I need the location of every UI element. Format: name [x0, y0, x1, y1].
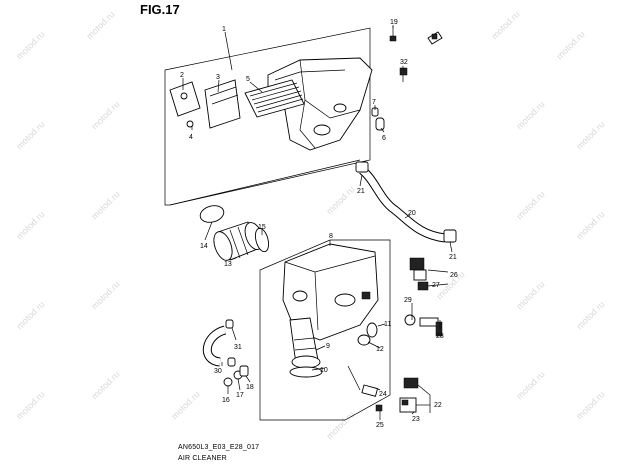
watermark: motod.ru	[14, 389, 46, 421]
cushion-18	[239, 365, 249, 377]
bolt-19	[389, 26, 397, 42]
watermark: motod.ru	[489, 9, 521, 41]
watermark: motod.ru	[324, 409, 356, 441]
outline-connector	[169, 159, 361, 206]
grommet-6	[375, 117, 385, 131]
callout-label: 28	[436, 333, 444, 340]
bolt-16	[223, 377, 233, 387]
watermark: motod.ru	[324, 184, 356, 216]
watermark: motod.ru	[14, 209, 46, 241]
callout-label: 12	[376, 346, 384, 353]
callout-label: 9	[326, 343, 330, 350]
callout-label: 4	[189, 134, 193, 141]
watermark: motod.ru	[169, 389, 201, 421]
watermark: motod.ru	[89, 279, 121, 311]
watermark: motod.ru	[574, 299, 606, 331]
callout-label: 17	[236, 392, 244, 399]
watermark: motod.ru	[89, 99, 121, 131]
callout-label: 22	[434, 402, 442, 409]
callout-label: 25	[376, 422, 384, 429]
callout-label: 18	[246, 384, 254, 391]
callout-label: 32	[400, 59, 408, 66]
seal-11	[366, 322, 378, 338]
watermark: motod.ru	[514, 99, 546, 131]
watermark: motod.ru	[574, 119, 606, 151]
callout-label: 8	[329, 233, 333, 240]
callout-label: 2	[180, 72, 184, 79]
intake-tube-9	[289, 317, 321, 369]
temperature-sensor-28	[419, 317, 443, 337]
intake-duct-13	[213, 221, 264, 261]
watermark: motod.ru	[89, 369, 121, 401]
callout-label: 24	[379, 391, 387, 398]
callout-label: 1	[222, 26, 226, 33]
callout-label: 14	[200, 243, 208, 250]
callout-numbers: 1 2 3 4 5 6 7 8 9 10 11 12 13 14 15 16 1…	[180, 19, 458, 429]
breather-hose-30	[202, 325, 227, 367]
seal-12	[357, 334, 371, 346]
leader-lines	[182, 25, 453, 420]
clamp-14	[199, 205, 225, 223]
sensor-26	[409, 257, 427, 281]
callout-label: 26	[450, 272, 458, 279]
watermark: motod.ru	[574, 209, 606, 241]
filter-element	[244, 79, 305, 118]
screw-32	[399, 67, 408, 82]
figure-title: FIG.17	[140, 2, 180, 17]
screw-25	[375, 404, 383, 412]
watermark: motod.ru	[514, 369, 546, 401]
callout-label: 31	[234, 344, 242, 351]
connector-27	[417, 281, 429, 291]
watermark: motod.ru	[14, 299, 46, 331]
callout-label: 10	[320, 367, 328, 374]
callout-label: 7	[372, 99, 376, 106]
watermark: motod.ru	[14, 29, 46, 61]
callout-label: 27	[432, 282, 440, 289]
callout-label: 15	[258, 224, 266, 231]
watermark: motod.ru	[84, 9, 116, 41]
watermark: motod.ru	[574, 389, 606, 421]
callout-label: 23	[412, 416, 420, 423]
callout-label: 21	[449, 254, 457, 261]
callout-label: 20	[408, 210, 416, 217]
callout-label: 16	[222, 397, 230, 404]
watermark: motod.ru	[514, 279, 546, 311]
figure-code: AN650L3_E03_E28_017	[178, 444, 260, 451]
drain-hose-20	[355, 161, 457, 243]
watermark: motod.ru	[514, 189, 546, 221]
air-cleaner-case	[282, 243, 379, 341]
clip-31a	[225, 319, 234, 329]
front-arrow-icon	[427, 31, 443, 45]
pad-24	[361, 384, 379, 397]
callout-label: 3	[216, 74, 220, 81]
watermark: motod.ru	[14, 119, 46, 151]
callout-label: 11	[384, 321, 391, 328]
callout-label: 29	[404, 297, 412, 304]
figure-caption: AIR CLEANER	[178, 455, 227, 462]
callout-label: 5	[246, 76, 250, 83]
oring-29	[404, 314, 416, 326]
mounting-bracket	[169, 79, 241, 129]
callout-label: 21	[357, 188, 365, 195]
callout-label: 30	[214, 368, 222, 375]
callout-label: 6	[382, 135, 386, 142]
clip-31b	[227, 357, 236, 367]
watermark: motod.ru	[89, 189, 121, 221]
clamp-15	[254, 227, 270, 253]
callout-label: 19	[390, 19, 398, 26]
watermark: motod.ru	[554, 29, 586, 61]
callout-label: 13	[224, 261, 232, 268]
relay-22	[399, 377, 419, 413]
upper-assembly-outline	[164, 27, 371, 206]
clamp-10	[289, 366, 323, 378]
